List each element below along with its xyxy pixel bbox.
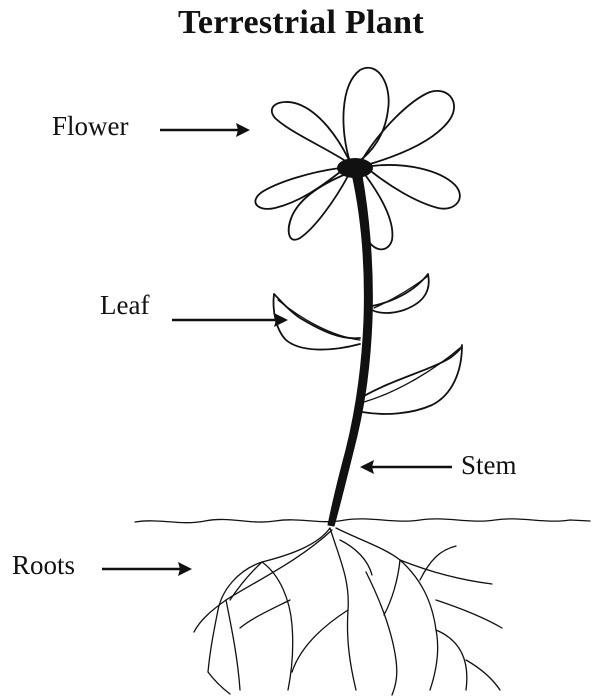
petal-right bbox=[372, 165, 460, 209]
label-leaf: Leaf bbox=[100, 290, 149, 321]
arrow-leaf bbox=[172, 313, 288, 327]
leaf-left-vein bbox=[278, 300, 360, 340]
label-flower: Flower bbox=[52, 111, 129, 142]
petal-top-right bbox=[362, 91, 454, 164]
ground-line bbox=[135, 519, 590, 523]
stem bbox=[328, 174, 372, 526]
arrow-flower bbox=[160, 123, 250, 137]
petal-bottom-left bbox=[289, 174, 348, 240]
arrow-stem bbox=[360, 460, 452, 474]
leaf-upper-right bbox=[372, 274, 429, 313]
arrow-roots bbox=[102, 562, 192, 576]
flower bbox=[255, 68, 459, 250]
label-stem: Stem bbox=[461, 450, 517, 481]
label-roots: Roots bbox=[12, 550, 75, 581]
leaf-left bbox=[274, 294, 361, 350]
leaf-lower-right bbox=[362, 345, 462, 414]
petal-top-left bbox=[272, 102, 348, 160]
petal-top bbox=[343, 68, 388, 162]
roots bbox=[194, 528, 502, 695]
petal-left bbox=[255, 168, 340, 209]
